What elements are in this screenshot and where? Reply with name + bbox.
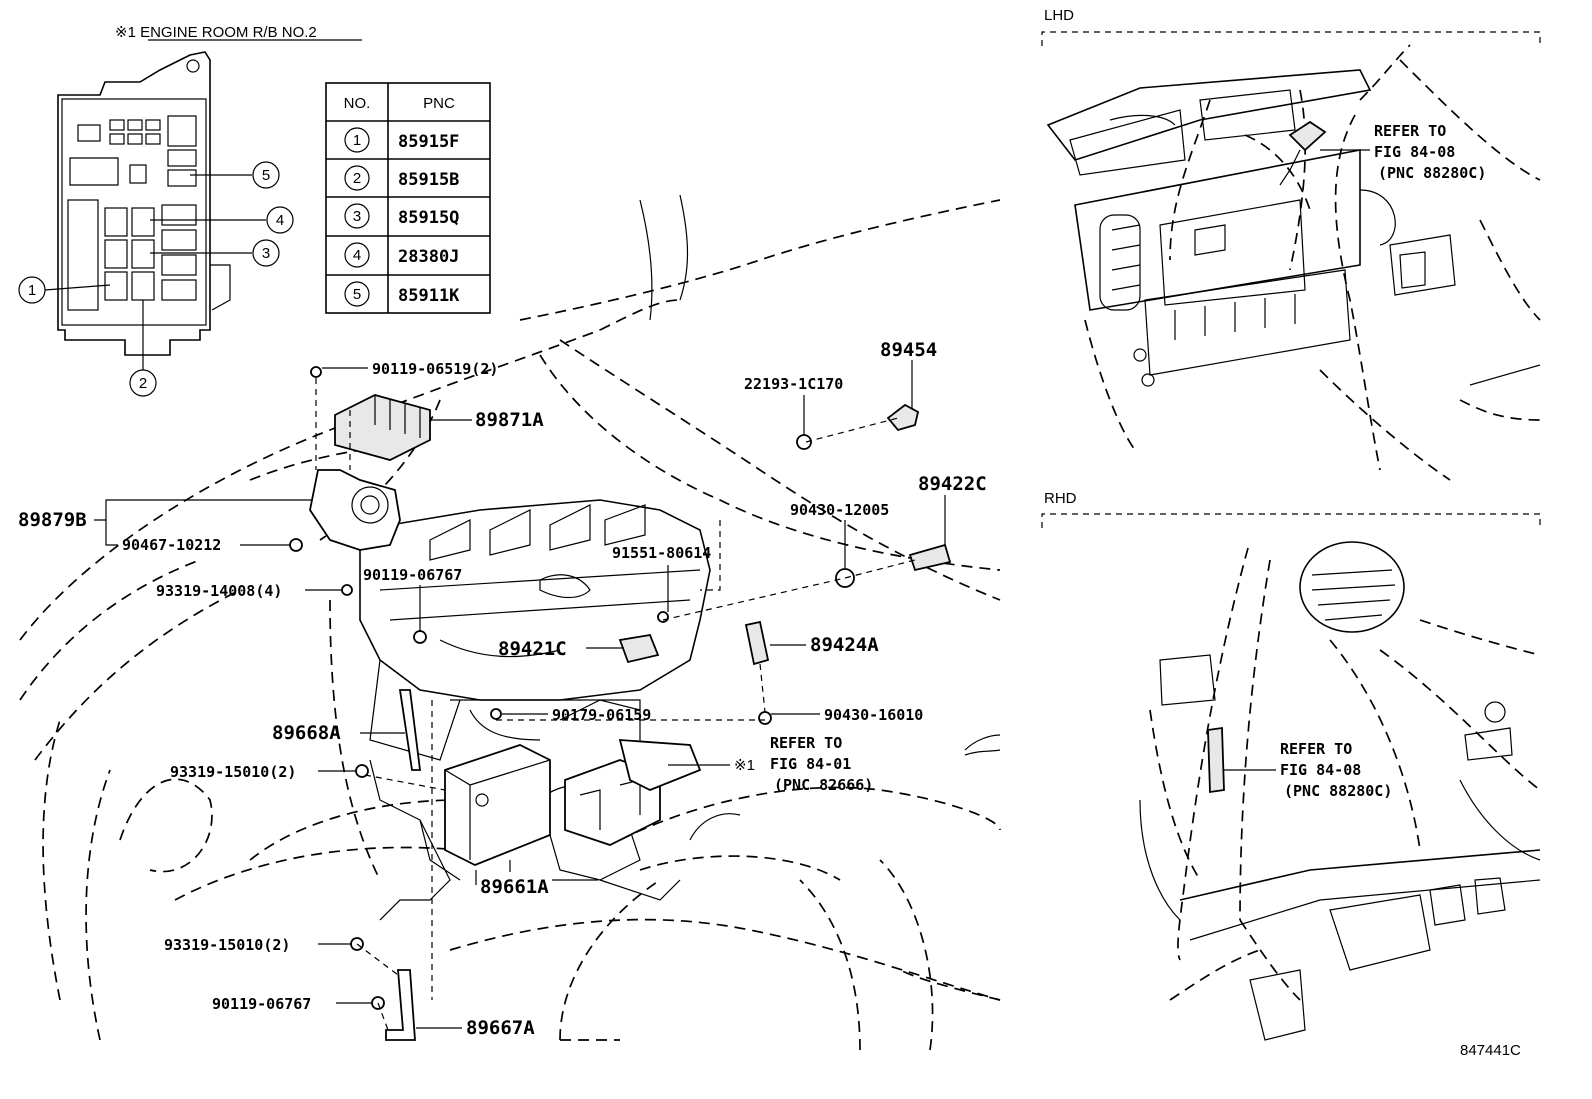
table-row-no: 1 bbox=[353, 132, 361, 149]
rhd-refer-line2: FIG 84-08 bbox=[1280, 761, 1361, 779]
callout-1: 1 bbox=[18, 276, 46, 304]
relay-block-title: ※1 ENGINE ROOM R/B NO.2 bbox=[115, 24, 317, 41]
svg-text:4: 4 bbox=[276, 212, 284, 229]
callout-3: 3 bbox=[252, 239, 280, 267]
table-row-no: 4 bbox=[353, 247, 361, 264]
table-header-no: NO. bbox=[344, 95, 371, 112]
svg-text:3: 3 bbox=[262, 245, 270, 262]
lhd-inset: LHD REFER TO FIG 84-08 bbox=[1041, 7, 1541, 481]
label-90119-06767-top: 90119-06767 bbox=[363, 566, 462, 584]
table-row-pnc: 85915B bbox=[398, 170, 459, 190]
label-91551-80614: 91551-80614 bbox=[612, 544, 711, 562]
illustration-code: 847441C bbox=[1460, 1042, 1521, 1059]
label-89667A: 89667A bbox=[466, 1017, 535, 1039]
label-89454: 89454 bbox=[880, 339, 937, 361]
table-row-pnc: 85911K bbox=[398, 286, 460, 306]
label-90179-06159: 90179-06159 bbox=[552, 706, 651, 724]
svg-text:1: 1 bbox=[28, 282, 36, 299]
label-90119-06767-bottom: 90119-06767 bbox=[212, 995, 311, 1013]
table-row-pnc: 85915Q bbox=[398, 208, 459, 228]
callout-2: 2 bbox=[129, 369, 157, 397]
table-row-no: 5 bbox=[353, 286, 361, 303]
label-89871A: 89871A bbox=[475, 409, 544, 431]
label-89422C: 89422C bbox=[918, 473, 987, 495]
table-row-no: 3 bbox=[353, 208, 361, 225]
rhd-refer-line1: REFER TO bbox=[1280, 740, 1352, 758]
refer-main-line2: FIG 84-01 bbox=[770, 755, 851, 773]
part-labels: 90119-06519(2) 89871A 89879B 90467-10212… bbox=[18, 339, 987, 1039]
pnc-table: NO. PNC 1 85915F 2 85915B 3 85915Q 4 283… bbox=[325, 82, 491, 314]
callout-5: 5 bbox=[252, 161, 280, 189]
label-89421C: 89421C bbox=[498, 638, 567, 660]
table-row-pnc: 85915F bbox=[398, 132, 459, 152]
rhd-inset: RHD REFER TO FIG 84-08 (PNC 88280C) bbox=[1041, 490, 1541, 1041]
label-90119-06519: 90119-06519(2) bbox=[372, 360, 498, 378]
label-93319-15010-a: 93319-15010(2) bbox=[170, 763, 296, 781]
lhd-title: LHD bbox=[1044, 7, 1074, 24]
lhd-refer-line2: FIG 84-08 bbox=[1374, 143, 1455, 161]
callout-4: 4 bbox=[266, 206, 294, 234]
refer-marker: ※1 bbox=[734, 757, 755, 774]
label-89424A: 89424A bbox=[810, 634, 879, 656]
table-row-no: 2 bbox=[353, 170, 361, 187]
rhd-title: RHD bbox=[1044, 490, 1077, 507]
svg-text:2: 2 bbox=[139, 375, 147, 392]
lhd-refer-line3: (PNC 88280C) bbox=[1378, 164, 1486, 182]
label-90430-16010: 90430-16010 bbox=[824, 706, 923, 724]
label-22193-1C170: 22193-1C170 bbox=[744, 375, 843, 393]
engine-bay-drawing bbox=[19, 194, 1001, 1051]
refer-main-line1: REFER TO bbox=[770, 734, 842, 752]
table-header-pnc: PNC bbox=[423, 95, 455, 112]
refer-main-line3: (PNC 82666) bbox=[774, 776, 873, 794]
label-93319-14008: 93319-14008(4) bbox=[156, 582, 282, 600]
label-93319-15010-b: 93319-15010(2) bbox=[164, 936, 290, 954]
rhd-refer-line3: (PNC 88280C) bbox=[1284, 782, 1392, 800]
label-90467-10212: 90467-10212 bbox=[122, 536, 221, 554]
lhd-refer-line1: REFER TO bbox=[1374, 122, 1446, 140]
table-row-pnc: 28380J bbox=[398, 247, 459, 267]
label-89661A: 89661A bbox=[480, 876, 549, 898]
label-89668A: 89668A bbox=[272, 722, 341, 744]
svg-text:5: 5 bbox=[262, 167, 270, 184]
relay-block-inset: ※1 ENGINE ROOM R/B NO.2 bbox=[18, 24, 362, 397]
label-90430-12005: 90430-12005 bbox=[790, 501, 889, 519]
label-89879B: 89879B bbox=[18, 509, 87, 531]
